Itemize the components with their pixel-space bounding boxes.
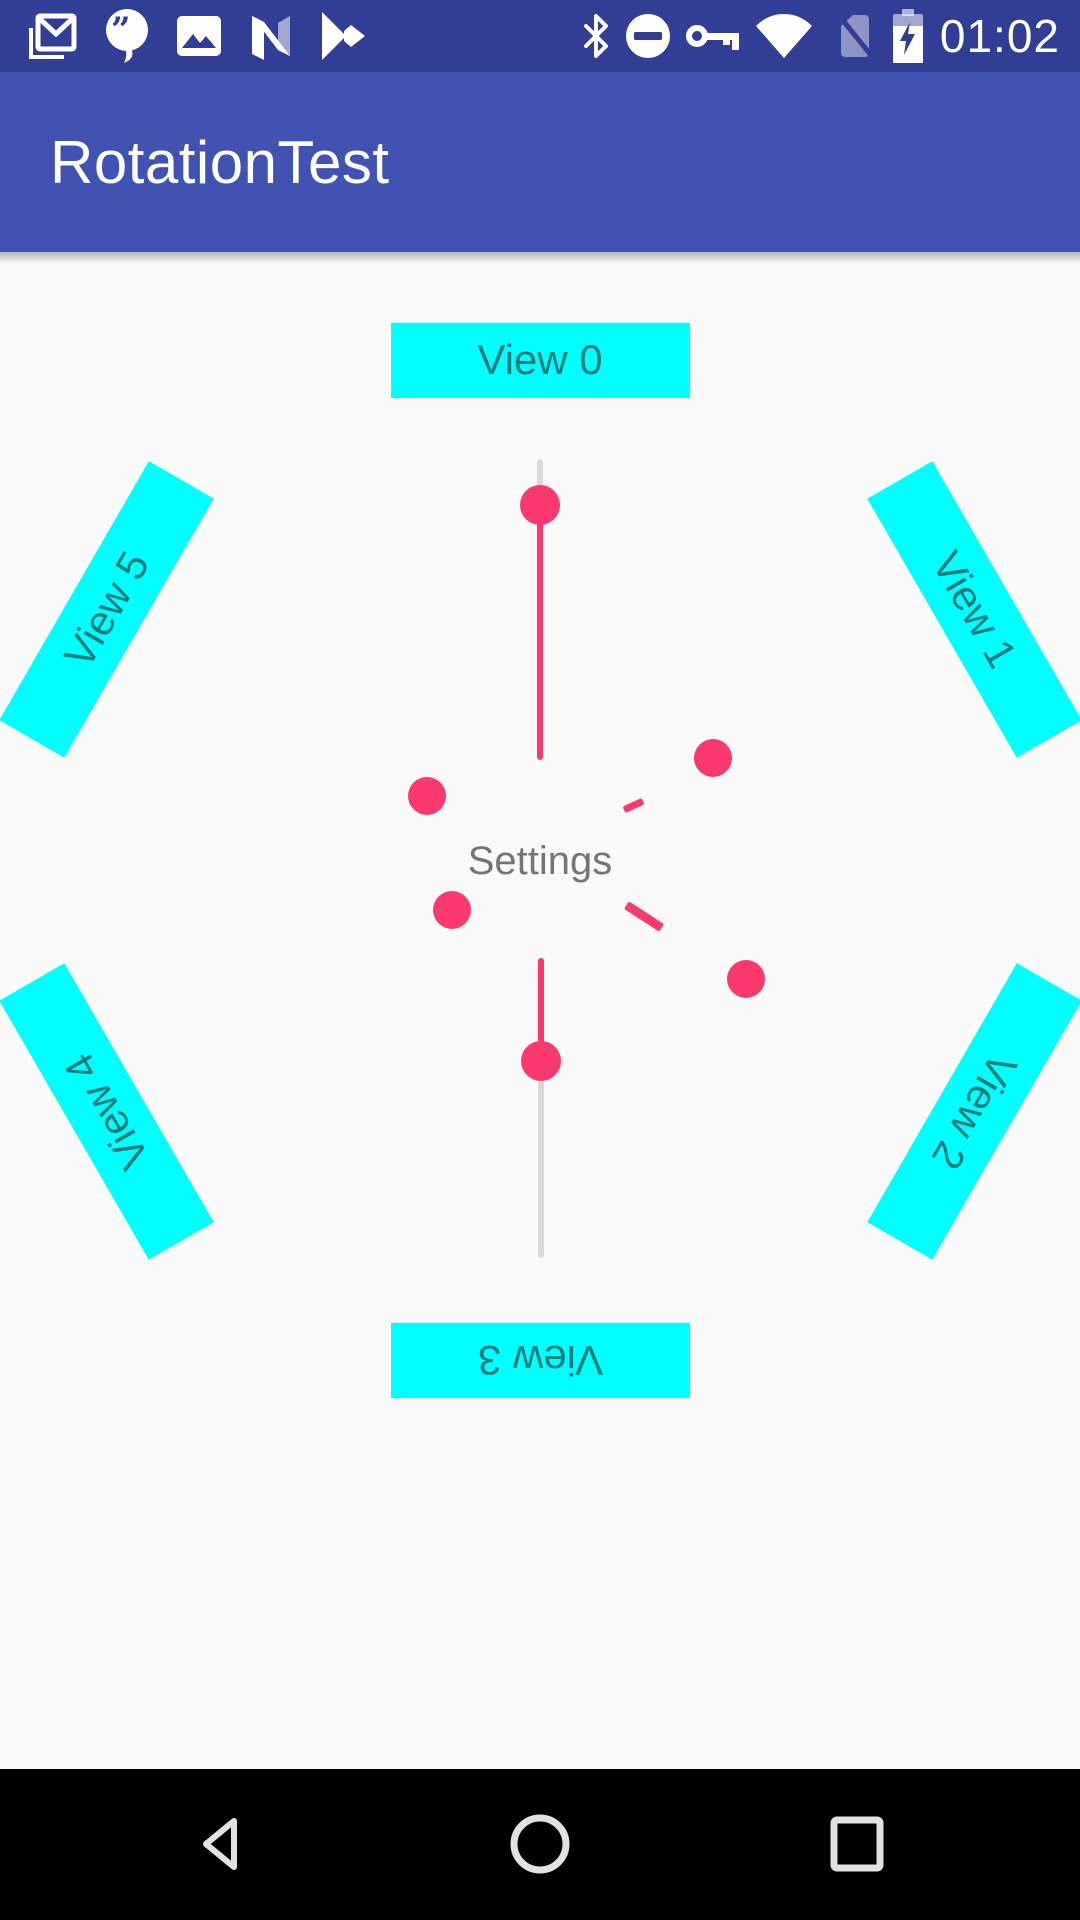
seekbar-track-fragment-upper	[622, 797, 645, 814]
navigation-bar	[0, 1769, 1080, 1920]
home-icon[interactable]	[509, 1813, 571, 1875]
seekbar-top-thumb[interactable]	[520, 485, 560, 525]
seekbar-bottom-thumb[interactable]	[521, 1041, 561, 1081]
app-bar: RotationTest	[0, 72, 1080, 264]
hangouts-icon: ”	[106, 9, 148, 63]
view-5-button[interactable]: View 5	[0, 460, 214, 758]
bluetooth-icon	[583, 14, 608, 58]
notification-icons: ”	[0, 8, 368, 64]
seekbar-thumb-lower-left[interactable]	[433, 891, 471, 929]
seekbar-thumb-lower-right[interactable]	[727, 960, 765, 998]
seekbar-bottom-track-progress[interactable]	[538, 958, 544, 1062]
page-title: RotationTest	[50, 128, 390, 196]
status-bar: ”	[0, 0, 1080, 72]
svg-text:”: ”	[111, 10, 131, 50]
seekbar-thumb-upper-right[interactable]	[694, 739, 732, 777]
view-0-button[interactable]: View 0	[390, 322, 690, 398]
key-icon	[685, 25, 739, 50]
seekbar-top-track-progress[interactable]	[537, 504, 543, 760]
do-not-disturb-icon	[625, 14, 670, 58]
system-status-icons: 01:02	[582, 0, 1080, 72]
wifi-icon	[755, 14, 812, 58]
content-area: View 0 View 1 View 2 View 3 View 4 View …	[0, 252, 1080, 1769]
recents-icon[interactable]	[830, 1816, 884, 1872]
view-4-button[interactable]: View 4	[0, 962, 214, 1260]
back-icon[interactable]	[194, 1815, 246, 1873]
play-store-icon	[322, 12, 365, 60]
android-n-icon	[252, 16, 290, 60]
view-1-button[interactable]: View 1	[866, 460, 1080, 758]
view-2-button[interactable]: View 2	[866, 962, 1080, 1260]
seekbar-top-track-remainder[interactable]	[537, 459, 543, 487]
view-3-button[interactable]: View 3	[390, 1322, 690, 1398]
seekbar-track-fragment-lower	[623, 901, 665, 932]
status-clock: 01:02	[939, 10, 1060, 62]
seekbar-bottom-track-remainder[interactable]	[538, 1062, 544, 1258]
no-sim-icon	[834, 11, 876, 61]
settings-button[interactable]: Settings	[467, 839, 613, 883]
gmail-icon	[29, 13, 77, 59]
battery-charging-icon	[892, 9, 923, 63]
seekbar-thumb-upper-left[interactable]	[408, 777, 446, 815]
photos-icon	[177, 16, 221, 56]
